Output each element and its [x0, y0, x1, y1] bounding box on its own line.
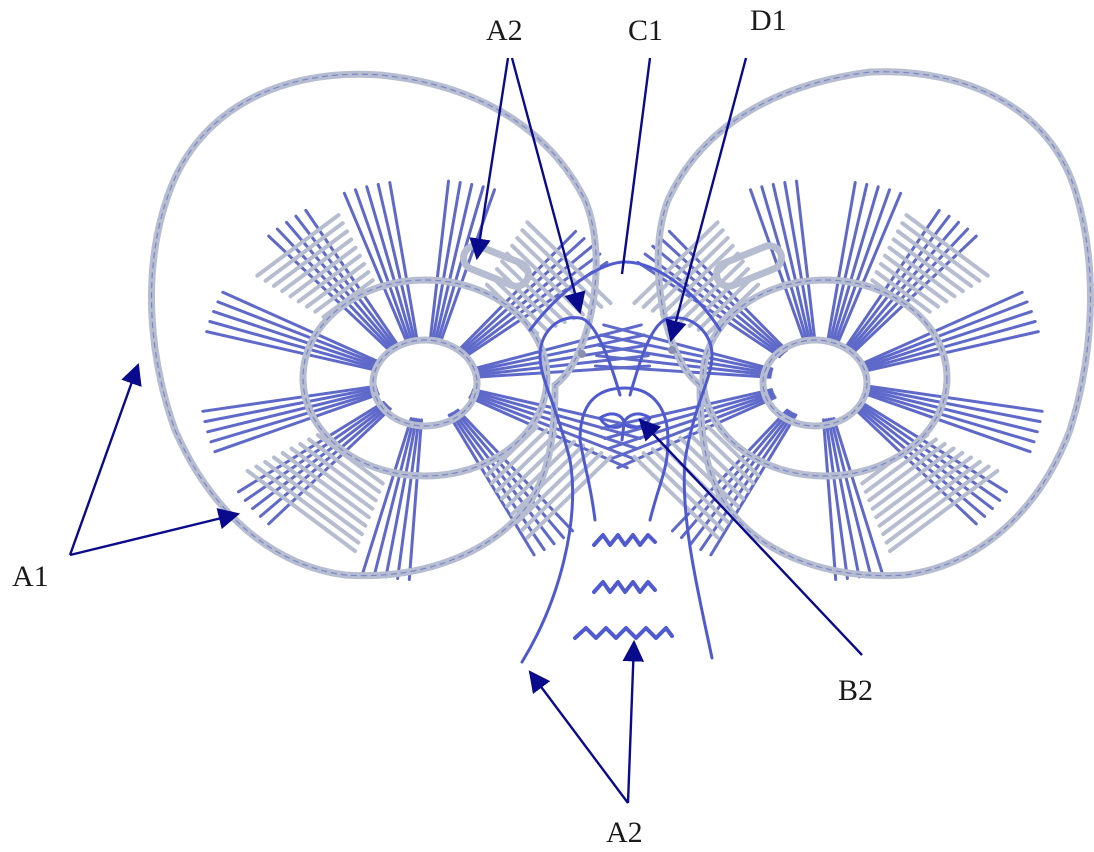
left-horn-loop — [460, 242, 532, 290]
horn-spoke — [210, 322, 377, 369]
horn-ridge — [898, 231, 971, 286]
arrow-a1-to-outline-upper — [70, 365, 138, 555]
label-c1: C1 — [628, 14, 663, 47]
arrow-c1 — [622, 58, 650, 274]
left-horn-spokes — [203, 181, 650, 579]
label-a2-top: A2 — [486, 14, 523, 47]
label-d1: D1 — [750, 4, 787, 37]
horn-ridge — [274, 231, 347, 286]
left-eye — [578, 350, 586, 358]
right-horn-loop — [713, 242, 785, 290]
horn-spoke — [203, 386, 376, 411]
horn-ridge — [266, 223, 343, 281]
left-horn-middle-ring — [303, 280, 547, 476]
horn-spoke — [868, 322, 1035, 369]
arrow-a2-to-loop — [477, 58, 508, 258]
right-horn — [596, 72, 1091, 580]
label-b2: B2 — [838, 674, 873, 707]
left-horn — [151, 74, 649, 579]
label-a2-bottom: A2 — [606, 816, 643, 849]
horn-spoke — [869, 386, 1042, 411]
zigzag-top — [594, 535, 655, 545]
horn-ridge — [902, 223, 979, 281]
arrow-a2-to-zigzag — [628, 642, 634, 803]
right-horn-ridges — [634, 215, 997, 551]
right-eye — [668, 346, 676, 354]
horn-spoke — [868, 392, 1034, 441]
arrow-a1-to-outline-lower — [70, 514, 238, 555]
label-a1: A1 — [12, 560, 49, 593]
arrow-a2-to-neck — [530, 672, 628, 803]
horn-spoke — [211, 392, 377, 441]
zigzag-bottom — [575, 628, 672, 638]
zigzag-middle — [594, 582, 655, 592]
